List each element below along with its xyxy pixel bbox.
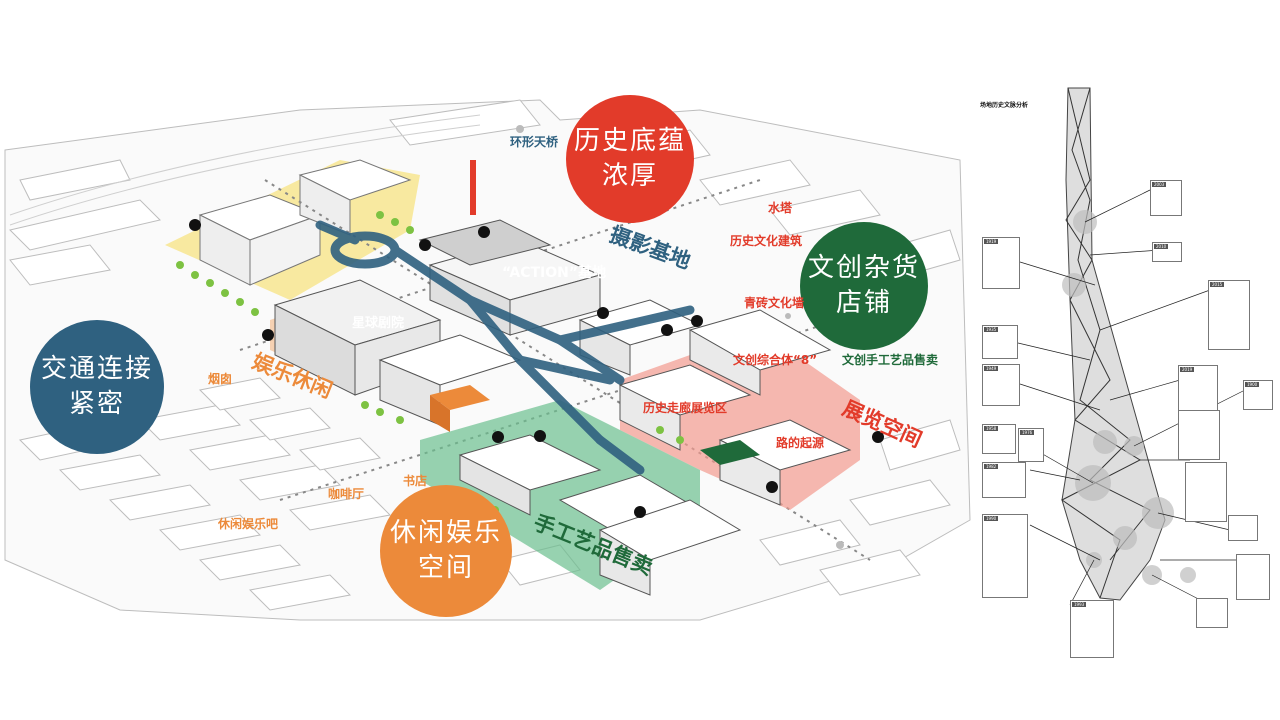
timeline-box-2010: 2010 <box>1152 242 1182 262</box>
timeline-box-1919: 1919 <box>982 237 1020 289</box>
history-circle-line2: 浓厚 <box>601 161 658 191</box>
label-complex-8: 文创综合体“8” <box>733 353 818 367</box>
chimney-shape <box>470 160 476 215</box>
timeline-box-c <box>1228 515 1258 541</box>
label-ring-bridge: 环形天桥 <box>510 135 559 149</box>
history-circle: 历史底蕴 浓厚 <box>566 95 694 223</box>
shops-circle-line2: 店铺 <box>835 288 892 318</box>
yellow-zone-buildings <box>198 159 412 286</box>
timeline-box-1935: 1935 <box>982 325 1018 359</box>
label-water-tower: 水塔 <box>768 201 793 215</box>
shops-circle-line1: 文创杂货 <box>807 252 920 283</box>
timeline-box-1976: 1976 <box>1018 428 1044 462</box>
timeline-box-1949: 1949 <box>982 364 1020 406</box>
label-bookstore: 书店 <box>403 474 428 488</box>
traffic-circle: 交通连接 紧密 <box>30 320 164 454</box>
traffic-circle-line2: 紧密 <box>68 389 125 419</box>
skybridge <box>315 220 695 475</box>
timeline-year: 1900 <box>1245 382 1260 387</box>
location-pins <box>189 219 884 518</box>
leisure-circle-line1: 休闲娱乐 <box>389 517 502 548</box>
timeline-year: 2010 <box>1154 244 1169 249</box>
timeline-box-1958: 1958 <box>982 424 1016 454</box>
label-road-origin: 路的起源 <box>776 436 825 450</box>
timeline-box-1900: 1900 <box>1243 380 1273 410</box>
timeline-title: 场地历史文脉分析 <box>980 102 1029 109</box>
shops-circle: 文创杂货 店铺 <box>800 222 928 350</box>
trees <box>176 211 684 514</box>
label-cafe: 咖啡厅 <box>328 487 365 501</box>
label-action-base: “ACTION”基地 <box>502 265 607 281</box>
label-chimney: 烟囱 <box>208 372 233 386</box>
timeline-box-d <box>1236 554 1270 600</box>
label-craft-sale: 文创手工艺品售卖 <box>842 353 939 367</box>
label-brick-wall: 青砖文化墙 <box>744 296 805 310</box>
label-historic-building: 历史文化建筑 <box>730 234 803 248</box>
timeline-year: 2019 <box>1180 367 1195 372</box>
leisure-circle-line2: 空间 <box>417 553 474 583</box>
timeline-year: 1976 <box>1020 430 1035 435</box>
green-block <box>700 440 760 465</box>
timeline-box-2015: 2015 <box>1208 280 1250 350</box>
timeline-year: 1990 <box>984 516 999 521</box>
pavilion <box>430 385 490 410</box>
timeline-box-e <box>1196 598 1228 628</box>
traffic-circle-line1: 交通连接 <box>40 353 153 384</box>
timeline-box-1982: 1982 <box>982 462 1026 498</box>
timeline-year: 1949 <box>984 366 999 371</box>
history-circle-line1: 历史底蕴 <box>573 125 686 156</box>
timeline-box-2019: 2019 <box>1178 365 1218 411</box>
label-creative-workshop: 创意工坊 <box>660 513 709 527</box>
timeline-box-1990: 1990 <box>982 514 1028 598</box>
timeline-year: 1993 <box>1072 602 1087 607</box>
timeline-year: 1958 <box>984 426 999 431</box>
photo-base-hatch <box>418 219 552 266</box>
timeline-year: 2015 <box>1210 282 1225 287</box>
label-star-theater: 星球剧院 <box>352 316 405 331</box>
timeline-box-2003: 2003 <box>1150 180 1182 216</box>
timeline-year: 2003 <box>1152 182 1167 187</box>
timeline-year: 1935 <box>984 327 999 332</box>
timeline-box-b <box>1185 462 1227 522</box>
leisure-circle: 休闲娱乐 空间 <box>380 485 512 617</box>
timeline-year: 1982 <box>984 464 999 469</box>
timeline-box-a <box>1178 410 1220 460</box>
label-gallery-area: 历史走廊展览区 <box>643 401 728 415</box>
timeline-box-1993: 1993 <box>1070 600 1114 658</box>
label-leisure-bar: 休闲娱乐吧 <box>218 517 279 531</box>
timeline-spine-facets <box>1061 87 1151 599</box>
timeline-year: 1919 <box>984 239 999 244</box>
